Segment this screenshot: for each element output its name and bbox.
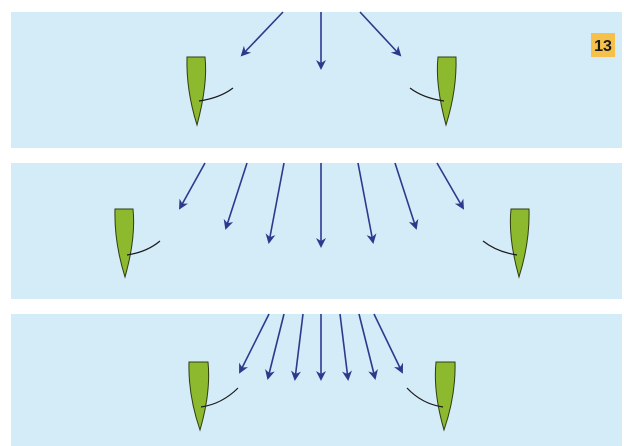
panel-3-background bbox=[11, 314, 622, 446]
arrow-icon bbox=[239, 313, 270, 374]
sheet-line bbox=[200, 387, 239, 408]
sheet-line bbox=[409, 87, 445, 102]
sheet-line bbox=[198, 87, 234, 102]
arrow-icon bbox=[373, 313, 404, 374]
boat-left bbox=[186, 56, 234, 127]
boat-icon bbox=[114, 208, 135, 279]
boat-icon bbox=[186, 56, 207, 127]
boat-right bbox=[406, 361, 456, 432]
panel-1-arrows bbox=[240, 11, 402, 70]
arrow-icon bbox=[359, 11, 402, 57]
arrow-icon bbox=[358, 313, 378, 380]
badge-number: 13 bbox=[594, 38, 612, 55]
boat-right bbox=[482, 208, 530, 279]
arrow-icon bbox=[291, 313, 304, 381]
sheet-line bbox=[406, 387, 444, 408]
panel-number-badge: 13 bbox=[591, 33, 615, 57]
panel-2-background bbox=[11, 163, 622, 299]
boat-left bbox=[188, 361, 239, 432]
sheet-line bbox=[126, 240, 161, 256]
badge-background bbox=[591, 33, 615, 57]
panel-3-arrows bbox=[239, 313, 404, 381]
panel-2 bbox=[11, 162, 622, 299]
panel-1: 13 bbox=[11, 11, 622, 148]
arrow-icon bbox=[265, 313, 285, 380]
panel-2-arrows bbox=[179, 162, 465, 248]
arrow-icon bbox=[179, 162, 206, 210]
boat-icon bbox=[436, 56, 457, 127]
arrow-icon bbox=[436, 162, 465, 210]
boat-right bbox=[409, 56, 457, 127]
boat-icon bbox=[509, 208, 530, 279]
arrow-icon bbox=[339, 313, 352, 381]
arrow-icon bbox=[240, 11, 284, 57]
boat-left bbox=[114, 208, 161, 279]
panel-3 bbox=[11, 313, 622, 446]
arrow-icon bbox=[394, 162, 419, 230]
arrow-icon bbox=[223, 162, 248, 230]
sheet-line bbox=[482, 240, 518, 256]
arrow-icon bbox=[265, 162, 285, 244]
boat-icon bbox=[434, 361, 456, 432]
boat-icon bbox=[188, 361, 210, 432]
panel-1-background bbox=[11, 12, 622, 148]
arrow-icon bbox=[357, 162, 377, 244]
